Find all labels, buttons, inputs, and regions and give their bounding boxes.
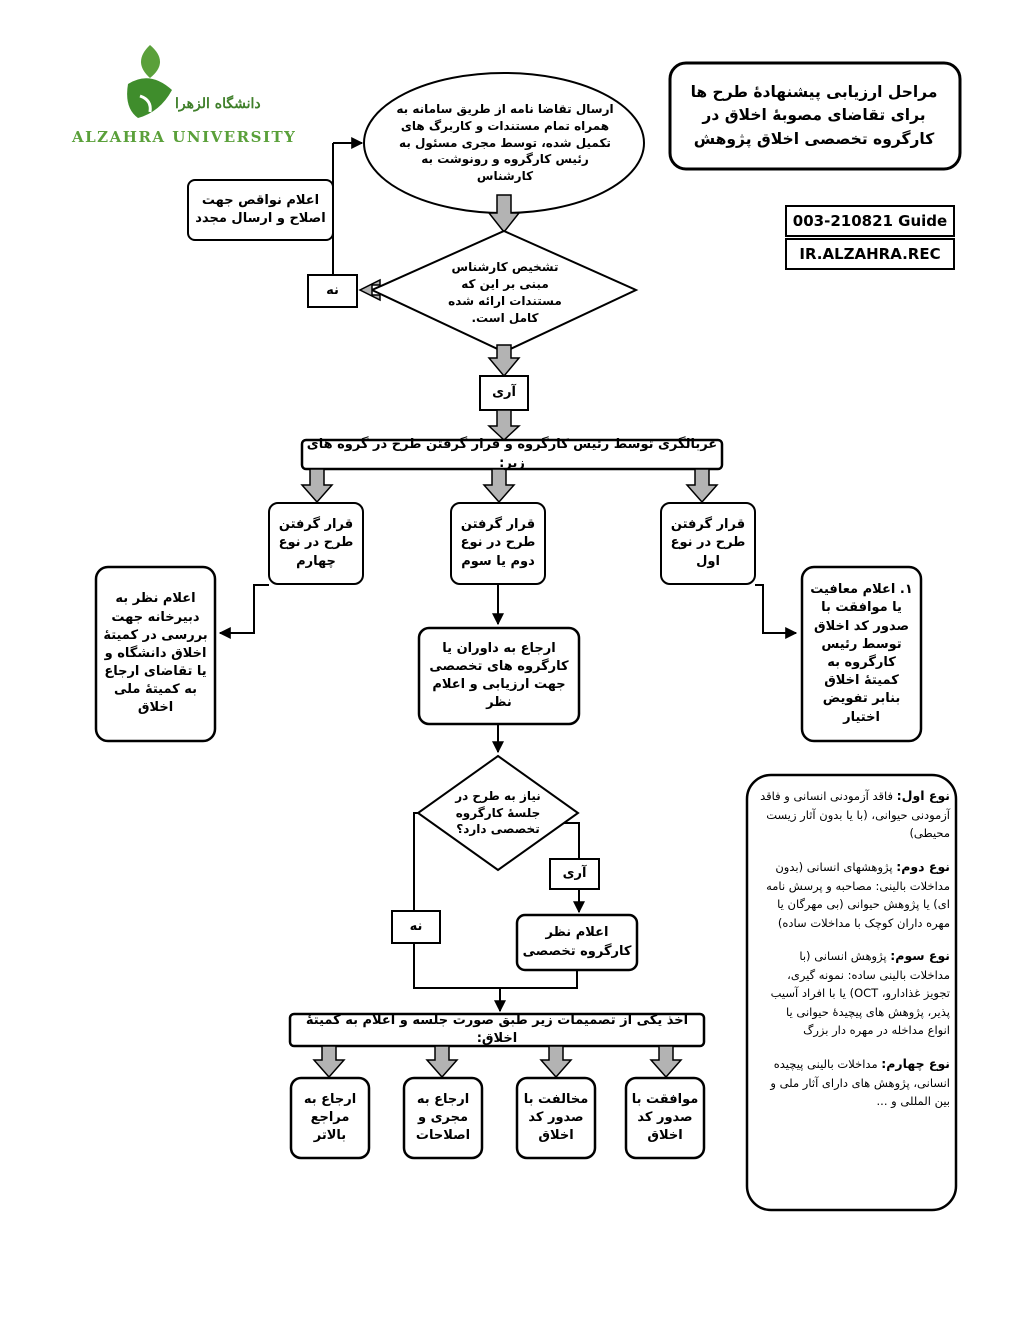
title-line2: برای تقاضای مصوبۀ اخلاق در — [702, 106, 926, 125]
legend-type2-text: پژوهشهای انسانی (بدون مداخلات بالینی: مص… — [766, 859, 950, 930]
no-text-mid: نه — [409, 918, 423, 934]
type1-text: قرار گرفتن طرح در نوع اول — [670, 517, 746, 569]
meeting-text: نیاز به طرح در جلسۀ کارگروه تخصصی دارد؟ — [455, 788, 541, 837]
gray-arrow — [425, 1045, 459, 1079]
type23-text: قرار گرفتن طرح در نوع دوم یا سوم — [460, 517, 536, 569]
yes-box-mid — [549, 858, 600, 890]
legend-type4-text: مداخلات بالینی پیچیده انسانی، پژوهش های … — [770, 1056, 950, 1108]
no-text-top: نه — [326, 282, 339, 298]
guide-code-box — [785, 205, 955, 237]
approve-box — [624, 1076, 706, 1160]
legend-type3: نوع سوم: پژوهش انسانی (با مداخلات بالینی… — [760, 946, 950, 1040]
decision-text: اخذ یکی از تصمیمات زیر طبق صورت جلسه و ا… — [305, 1012, 689, 1046]
no-box-mid — [391, 910, 441, 944]
secretariat-box — [94, 565, 217, 743]
connector-merge-right — [500, 970, 578, 989]
gray-arrow — [487, 344, 521, 378]
connector-type1 — [755, 584, 798, 639]
legend-type1-title: نوع اول: — [896, 788, 950, 803]
exemption-box — [800, 565, 923, 743]
referees-text: ارجاع به داوران یا کارگروه های تخصصی جهت… — [429, 640, 569, 711]
oppose-text: مخالفت با صدور کد اخلاق — [523, 1091, 589, 1144]
higher-box — [289, 1076, 371, 1160]
submit-text: ارسال تقاضا نامه از طریق سامانه به همراه… — [396, 102, 614, 184]
connector-yes-mid — [564, 822, 580, 859]
screening-box — [300, 438, 724, 471]
revise-text: ارجاع به مجری و اصلاحات — [415, 1091, 471, 1144]
university-logo-icon — [127, 45, 172, 118]
title-box — [668, 61, 962, 171]
gray-arrow — [539, 1045, 573, 1079]
gray-arrow — [649, 1045, 683, 1079]
title-line1: مراحل ارزیابی پیشنهادۀ طرح ها — [690, 83, 938, 102]
group-opinion-text: اعلام نظر کارگروه تخصصی — [522, 925, 632, 959]
rec-code-box — [785, 238, 955, 270]
gray-arrow — [487, 194, 521, 234]
legend-type3-text: پژوهش انسانی (با مداخلات بالینی ساده: نم… — [770, 948, 950, 1038]
types-legend: نوع اول: فاقد آزمودنی انسانی و فاقد آزمو… — [760, 786, 950, 1124]
types-legend-box — [745, 773, 958, 1212]
logo-english-text: ALZAHRA UNIVERSITY — [72, 128, 297, 146]
type4-box — [268, 502, 364, 585]
no-box-top — [307, 274, 358, 308]
meeting-diamond — [416, 754, 580, 872]
deficiency-text: اعلام نواقص جهت اصلاح و ارسال مجدد — [195, 192, 326, 226]
higher-text: ارجاع به مراجع بالاتر — [303, 1091, 357, 1144]
title-line3: کارگروه تخصصی اخلاق پژوهش — [693, 129, 935, 148]
decision-box — [288, 1012, 706, 1048]
legend-type1: نوع اول: فاقد آزمودنی انسانی و فاقد آزمو… — [760, 786, 950, 843]
guide-code-text: 003-210821 Guide — [792, 211, 948, 230]
gray-arrow — [685, 468, 719, 504]
gray-arrow — [312, 1045, 346, 1079]
check-text: تشخیص کارشناس مبنی بر این که مستندات ارا… — [448, 260, 562, 325]
connector-merge-left — [413, 943, 500, 989]
gray-arrow — [487, 409, 521, 442]
oppose-box — [515, 1076, 597, 1160]
connector-type4 — [218, 584, 269, 639]
yes-text-top: آری — [492, 384, 516, 400]
gray-arrow — [482, 468, 516, 504]
legend-type4-title: نوع چهارم: — [881, 1055, 950, 1071]
legend-type1-text: فاقد آزمودنی انسانی و فاقد آزمودنی حیوان… — [760, 789, 950, 841]
type4-text: قرار گرفتن طرح در نوع چهارم — [278, 517, 354, 569]
legend-type3-title: نوع سوم: — [890, 947, 950, 963]
legend-type4: نوع چهارم: مداخلات بالینی پیچیده انسانی،… — [760, 1054, 950, 1111]
rec-code-text: IR.ALZAHRA.REC — [799, 244, 941, 263]
page-title: مراحل ارزیابی پیشنهادۀ طرح ها برای تقاضا… — [676, 68, 952, 164]
legend-type2: نوع دوم: پژوهشهای انسانی (بدون مداخلات ب… — [760, 857, 950, 932]
approve-text: موافقت با صدور کد اخلاق — [631, 1091, 699, 1144]
screening-text: غربالگری توسط رئیس کارگروه و قرار گرفتن … — [306, 437, 718, 471]
secretariat-text: اعلام نظر به دبیرخانه جهت بررسی در کمیتۀ… — [103, 591, 208, 716]
gray-arrow-left — [358, 278, 381, 302]
type1-box — [660, 502, 756, 585]
yes-text-mid: آری — [562, 865, 587, 881]
connector-no-mid — [413, 812, 418, 911]
legend-type2-title: نوع دوم: — [896, 858, 950, 874]
gray-arrow — [300, 468, 334, 504]
exemption-text: ۱. اعلام معافیت یا موافقت با صدور کد اخل… — [810, 582, 913, 725]
logo-persian-text: دانشگاه الزهرا — [175, 96, 261, 112]
revise-box — [402, 1076, 484, 1160]
